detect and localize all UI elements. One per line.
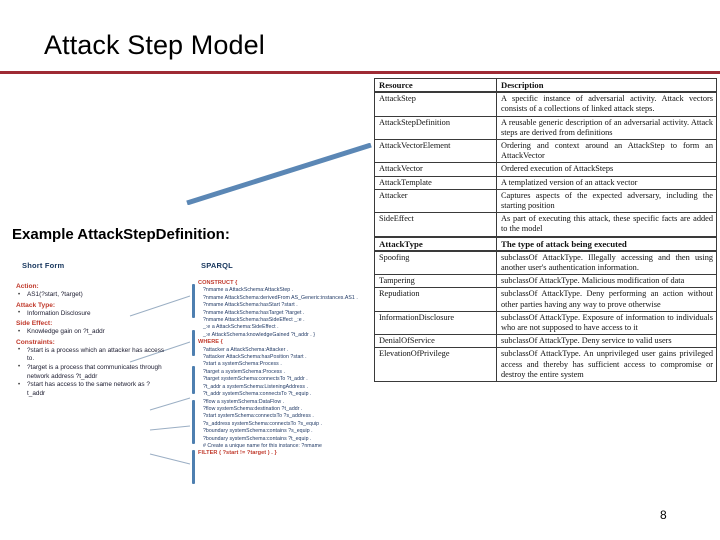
- sparql-line: ?t_addr systemSchema:connectsTo ?t_equip…: [203, 391, 312, 398]
- short-form-group: Constraints: ?start is a process which a…: [16, 338, 168, 399]
- table-cell-description: Ordering and context around an AttackSte…: [496, 139, 717, 164]
- sparql-line: ?nmame a AttackSchema:AttackStep .: [203, 287, 294, 294]
- sparql-line: ?t_addr a systemSchema:ListeningAddress …: [203, 383, 308, 390]
- table-cell-resource: Spoofing: [374, 250, 497, 276]
- figure-column-header-short-form: Short Form: [22, 261, 65, 270]
- sparql-line: _:e a AttackSchema:SideEffect .: [203, 324, 279, 331]
- bracket-bar: [192, 284, 195, 318]
- short-form-item: ?start has access to the same network as…: [16, 381, 168, 398]
- table-cell-resource: AttackTemplate: [374, 175, 497, 190]
- table-cell-description: A reusable generic description of an adv…: [496, 115, 717, 141]
- pointer-line-icon: [186, 143, 372, 205]
- title-divider: [0, 71, 720, 74]
- bracket-bar: [192, 400, 195, 444]
- table-cell-description: subclassOf AttackType. An unprivileged u…: [496, 347, 717, 383]
- table-cell-resource: DenialOfService: [374, 334, 497, 349]
- table-cell-resource: InformationDisclosure: [374, 310, 497, 336]
- sparql-line: ?nmame AttackSchema:hasTarget ?target .: [203, 309, 305, 316]
- short-form-item: Information Disclosure: [16, 309, 168, 319]
- short-form-item: ?start is a process which an attacker ha…: [16, 346, 168, 364]
- table-cell-description: Ordered execution of AttackSteps: [496, 162, 717, 177]
- sparql-line: ?start systemSchema:connectsTo ?s_addres…: [203, 413, 314, 420]
- table-cell-description: As part of executing this attack, these …: [496, 212, 717, 238]
- sparql-line: _:e AttackSchema:knowledgeGained ?t_addr…: [203, 331, 316, 338]
- short-form-item: AS1(?start, ?target): [16, 291, 168, 300]
- short-form-column: Action: AS1(?start, ?target) Attack Type…: [16, 282, 168, 399]
- sparql-line: ?nmame AttackSchema:hasStart ?start .: [203, 302, 298, 309]
- table-cell-resource: AttackType: [374, 235, 497, 252]
- table-header-resource: Resource: [374, 78, 497, 94]
- table-cell-resource: Repudiation: [374, 287, 497, 312]
- table-header-description: Description: [496, 78, 717, 94]
- short-form-label: Side Effect:: [16, 320, 53, 328]
- short-form-group: Action: AS1(?start, ?target): [16, 282, 168, 300]
- table-cell-resource: ElevationOfPrivilege: [374, 347, 497, 383]
- sparql-line: ?start a systemSchema:Process .: [203, 361, 282, 368]
- sparql-line: # Create a unique name for this instance…: [203, 442, 322, 449]
- sparql-line: ?attacker AttackSchema:hasPosition ?star…: [203, 354, 307, 361]
- table-cell-description: A templatized version of an attack vecto…: [496, 175, 717, 190]
- sparql-line: ?nmame AttackSchema:derivedFrom AS_Gener…: [203, 294, 358, 301]
- sparql-line: ?flow a systemSchema:DataFlow .: [203, 398, 285, 405]
- short-form-group: Side Effect: Knowledge gain on ?t_addr: [16, 319, 168, 337]
- sparql-line: ?flow systemSchema:destination ?t_addr .: [203, 405, 303, 412]
- sparql-line: ?boundary systemSchema:contains ?s_equip…: [203, 428, 313, 435]
- figure-column-header-sparql: SPARQL: [201, 261, 233, 270]
- sparql-line: FILTER ( ?start != ?target ) . }: [198, 450, 277, 457]
- page-title: Attack Step Model: [44, 30, 265, 60]
- page-number: 8: [660, 508, 667, 522]
- sparql-line: ?target systemSchema:connectsTo ?t_addr …: [203, 376, 308, 383]
- short-form-label: Action:: [16, 283, 39, 290]
- table-cell-description: subclassOf AttackType. Deny service to v…: [496, 334, 717, 349]
- sparql-line: ?target a systemSchema:Process .: [203, 368, 286, 375]
- table-cell-resource: SideEffect: [374, 212, 497, 238]
- short-form-label: Constraints:: [16, 338, 55, 346]
- sparql-line: ?attacker a AttackSchema:Attacker .: [203, 346, 289, 353]
- table-cell-description: The type of attack being executed: [496, 235, 717, 252]
- table-cell-resource: AttackVectorElement: [374, 139, 497, 164]
- table-cell-description: Captures aspects of the expected adversa…: [496, 188, 717, 214]
- table-cell-description: A specific instance of adversarial activ…: [496, 91, 717, 117]
- table-cell-resource: AttackStepDefinition: [374, 115, 497, 141]
- short-form-item: ?target is a process that communicates t…: [16, 363, 168, 381]
- table-cell-description: subclassOf AttackType. Deny performing a…: [496, 287, 717, 312]
- table-cell-description: subclassOf AttackType. Exposure of infor…: [496, 310, 717, 336]
- table-cell-description: subclassOf AttackType. Illegally accessi…: [496, 250, 717, 276]
- table-cell-resource: Tampering: [374, 274, 497, 289]
- example-subtitle: Example AttackStepDefinition:: [12, 226, 230, 243]
- attack-step-definition-figure: Short Form SPARQL Action: AS1(?start, ?t…: [10, 258, 358, 513]
- bracket-bar: [192, 450, 195, 484]
- table-cell-resource: Attacker: [374, 188, 497, 214]
- short-form-group: Attack Type: Information Disclosure: [16, 301, 168, 319]
- sparql-line: ?boundary systemSchema:contains ?t_equip…: [203, 435, 312, 442]
- short-form-item: Knowledge gain on ?t_addr: [16, 328, 168, 337]
- short-form-label: Attack Type:: [16, 301, 56, 309]
- sparql-column: CONSTRUCT {?nmame a AttackSchema:AttackS…: [198, 280, 358, 458]
- bracket-bar: [192, 330, 195, 356]
- table-cell-resource: AttackVector: [374, 162, 497, 177]
- bracket-bar: [192, 366, 195, 394]
- table-cell-description: subclassOf AttackType. Malicious modific…: [496, 274, 717, 289]
- sparql-line: ?nmame AttackSchema:hasSideEffect _:e .: [203, 317, 305, 324]
- table-cell-resource: AttackStep: [374, 91, 497, 117]
- sparql-line: CONSTRUCT {: [198, 280, 238, 286]
- sparql-line: ?s_address systemSchema:connectsTo ?s_eq…: [203, 420, 323, 427]
- table-header-row: Resource Description: [374, 78, 717, 94]
- sparql-line: WHERE {: [198, 339, 223, 346]
